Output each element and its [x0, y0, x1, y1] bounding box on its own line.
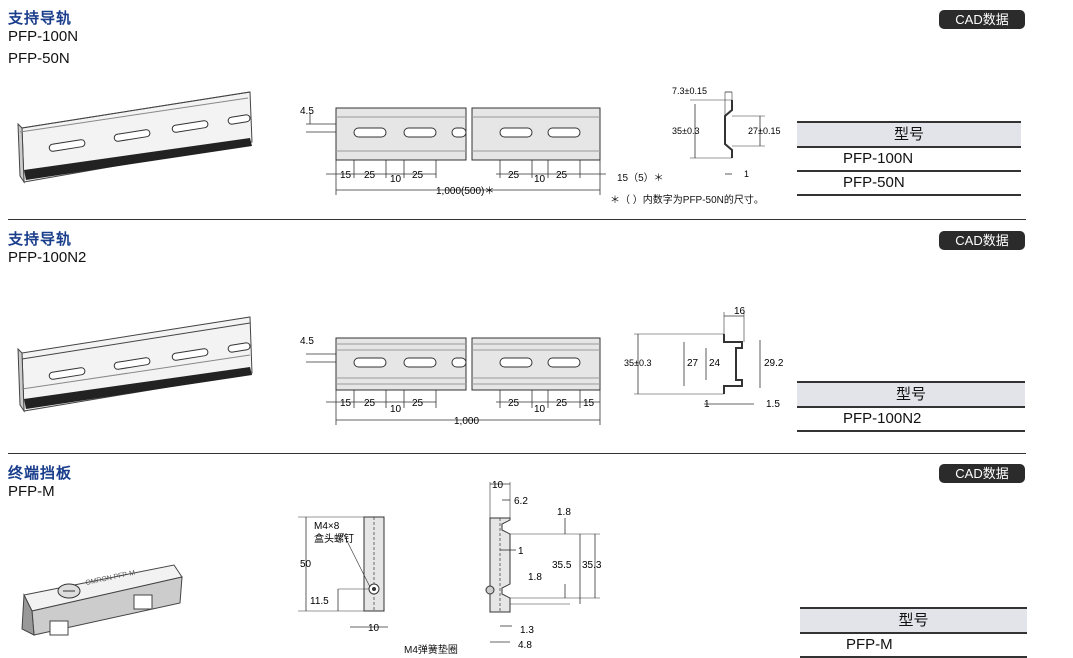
rail-front-view-2: 4.5 15 25 10 25 25 10 25 15 1,000: [300, 336, 601, 427]
dim2-25b: 25: [412, 398, 424, 409]
dim-6-2: 6.2: [514, 496, 528, 507]
table-row: PFP-100N2: [797, 408, 1025, 432]
dim-4-5: 4.5: [300, 106, 314, 117]
cad-data-button-3[interactable]: CAD数据: [939, 464, 1025, 483]
dim-7-3: 7.3±0.15: [672, 86, 707, 96]
dim-27-2: 27: [687, 358, 699, 369]
table-header-3: 型号: [800, 607, 1027, 634]
dim2-15b: 15: [583, 398, 595, 409]
dim-1-2: 1: [704, 399, 710, 410]
rail-product-image-2: [17, 316, 253, 413]
table-header-2: 型号: [797, 381, 1025, 408]
table-row: PFP-M: [800, 634, 1027, 658]
dim-25d: 25: [556, 170, 568, 181]
table-row: PFP-50N: [797, 172, 1021, 196]
section-divider-2: [8, 453, 1026, 454]
dim-10-front: 10: [368, 623, 380, 634]
dim-1-1: 1: [744, 169, 749, 179]
table-header-1: 型号: [797, 121, 1021, 148]
dim-25a: 25: [364, 170, 376, 181]
dim-side-1: 1: [518, 546, 524, 557]
dim-24: 24: [709, 358, 721, 369]
dim-11-5: 11.5: [310, 596, 329, 607]
dim-35-1: 35±0.3: [672, 126, 699, 136]
table-row: PFP-100N: [797, 148, 1021, 172]
dim-10a: 10: [390, 174, 402, 185]
dim-4-8: 4.8: [518, 640, 532, 648]
dim-end-1: 15（5）＊: [617, 173, 664, 184]
cad-data-button-1[interactable]: CAD数据: [939, 10, 1025, 29]
footnote-50n: ＊（ ）内数字为PFP-50N的尺寸。: [610, 195, 764, 206]
dim-27-1: 27±0.15: [748, 126, 780, 136]
dim-1-8b: 1.8: [528, 572, 542, 583]
dim-15a: 15: [340, 170, 352, 181]
dim2-25c: 25: [508, 398, 520, 409]
dim2-25d: 25: [556, 398, 568, 409]
dim-35-3: 35.3: [582, 560, 602, 571]
dim-1-3: 1.3: [520, 625, 534, 636]
dim-35-5: 35.5: [552, 560, 572, 571]
section1-model-1: PFP-100N: [8, 28, 79, 45]
section-divider-1: [8, 219, 1026, 220]
dim-25b: 25: [412, 170, 424, 181]
section3-model-1: PFP-M: [8, 483, 55, 500]
washer-label: M4弹簧垫圈: [404, 645, 458, 656]
model-table-2: 型号 PFP-100N2: [797, 381, 1025, 432]
rail-front-view-1: 4.5 15 25 10 25 25 10 25 1,000(500)＊: [300, 106, 606, 197]
dim-16: 16: [734, 306, 746, 317]
end-plate-side-view: 10 6.2 1.8 1 35.5 35.3 1.8 1.3 4.8: [485, 480, 602, 648]
model-table-3: 型号 PFP-M: [800, 607, 1027, 658]
dim-side-10: 10: [492, 480, 504, 491]
section2-title: 支持导轨: [8, 230, 73, 248]
rail-product-image-1: [17, 91, 253, 184]
model-table-1: 型号 PFP-100N PFP-50N: [797, 121, 1021, 196]
dim-1-5: 1.5: [766, 399, 780, 410]
dim2-25a: 25: [364, 398, 376, 409]
end-plate-product-image: OMRON PFP-M: [21, 564, 183, 636]
cad-data-button-2[interactable]: CAD数据: [939, 231, 1025, 250]
dim-1-8a: 1.8: [557, 507, 571, 518]
section1-title: 支持导轨: [8, 9, 73, 27]
dim2-10b: 10: [534, 404, 546, 415]
dim2-15a: 15: [340, 398, 352, 409]
dim2-10a: 10: [390, 404, 402, 415]
section2-model-1: PFP-100N2: [8, 249, 87, 266]
dim-total-2: 1,000: [454, 416, 479, 427]
dim-total-1: 1,000(500)＊: [436, 186, 494, 197]
rail-profile-view-1: 7.3±0.15 35±0.3 27±0.15 1: [672, 86, 780, 179]
dim-35-2: 35±0.3: [624, 358, 651, 368]
section1-model-2: PFP-50N: [8, 50, 70, 67]
dim-screw-2: 盒头螺钉: [314, 532, 354, 545]
rail-profile-view-2: 16 35±0.3 27 24 29.2 1 1.5: [624, 306, 784, 410]
dim-4-5-b: 4.5: [300, 336, 314, 347]
dim-screw-1: M4×8: [314, 521, 340, 532]
dim-50: 50: [300, 559, 312, 570]
section3-title: 终端挡板: [8, 464, 73, 482]
dim-10b: 10: [534, 174, 546, 185]
end-plate-front-view: M4×8 盒头螺钉 50 11.5 10: [298, 516, 388, 634]
dim-25c: 25: [508, 170, 520, 181]
dim-29-2: 29.2: [764, 358, 784, 369]
